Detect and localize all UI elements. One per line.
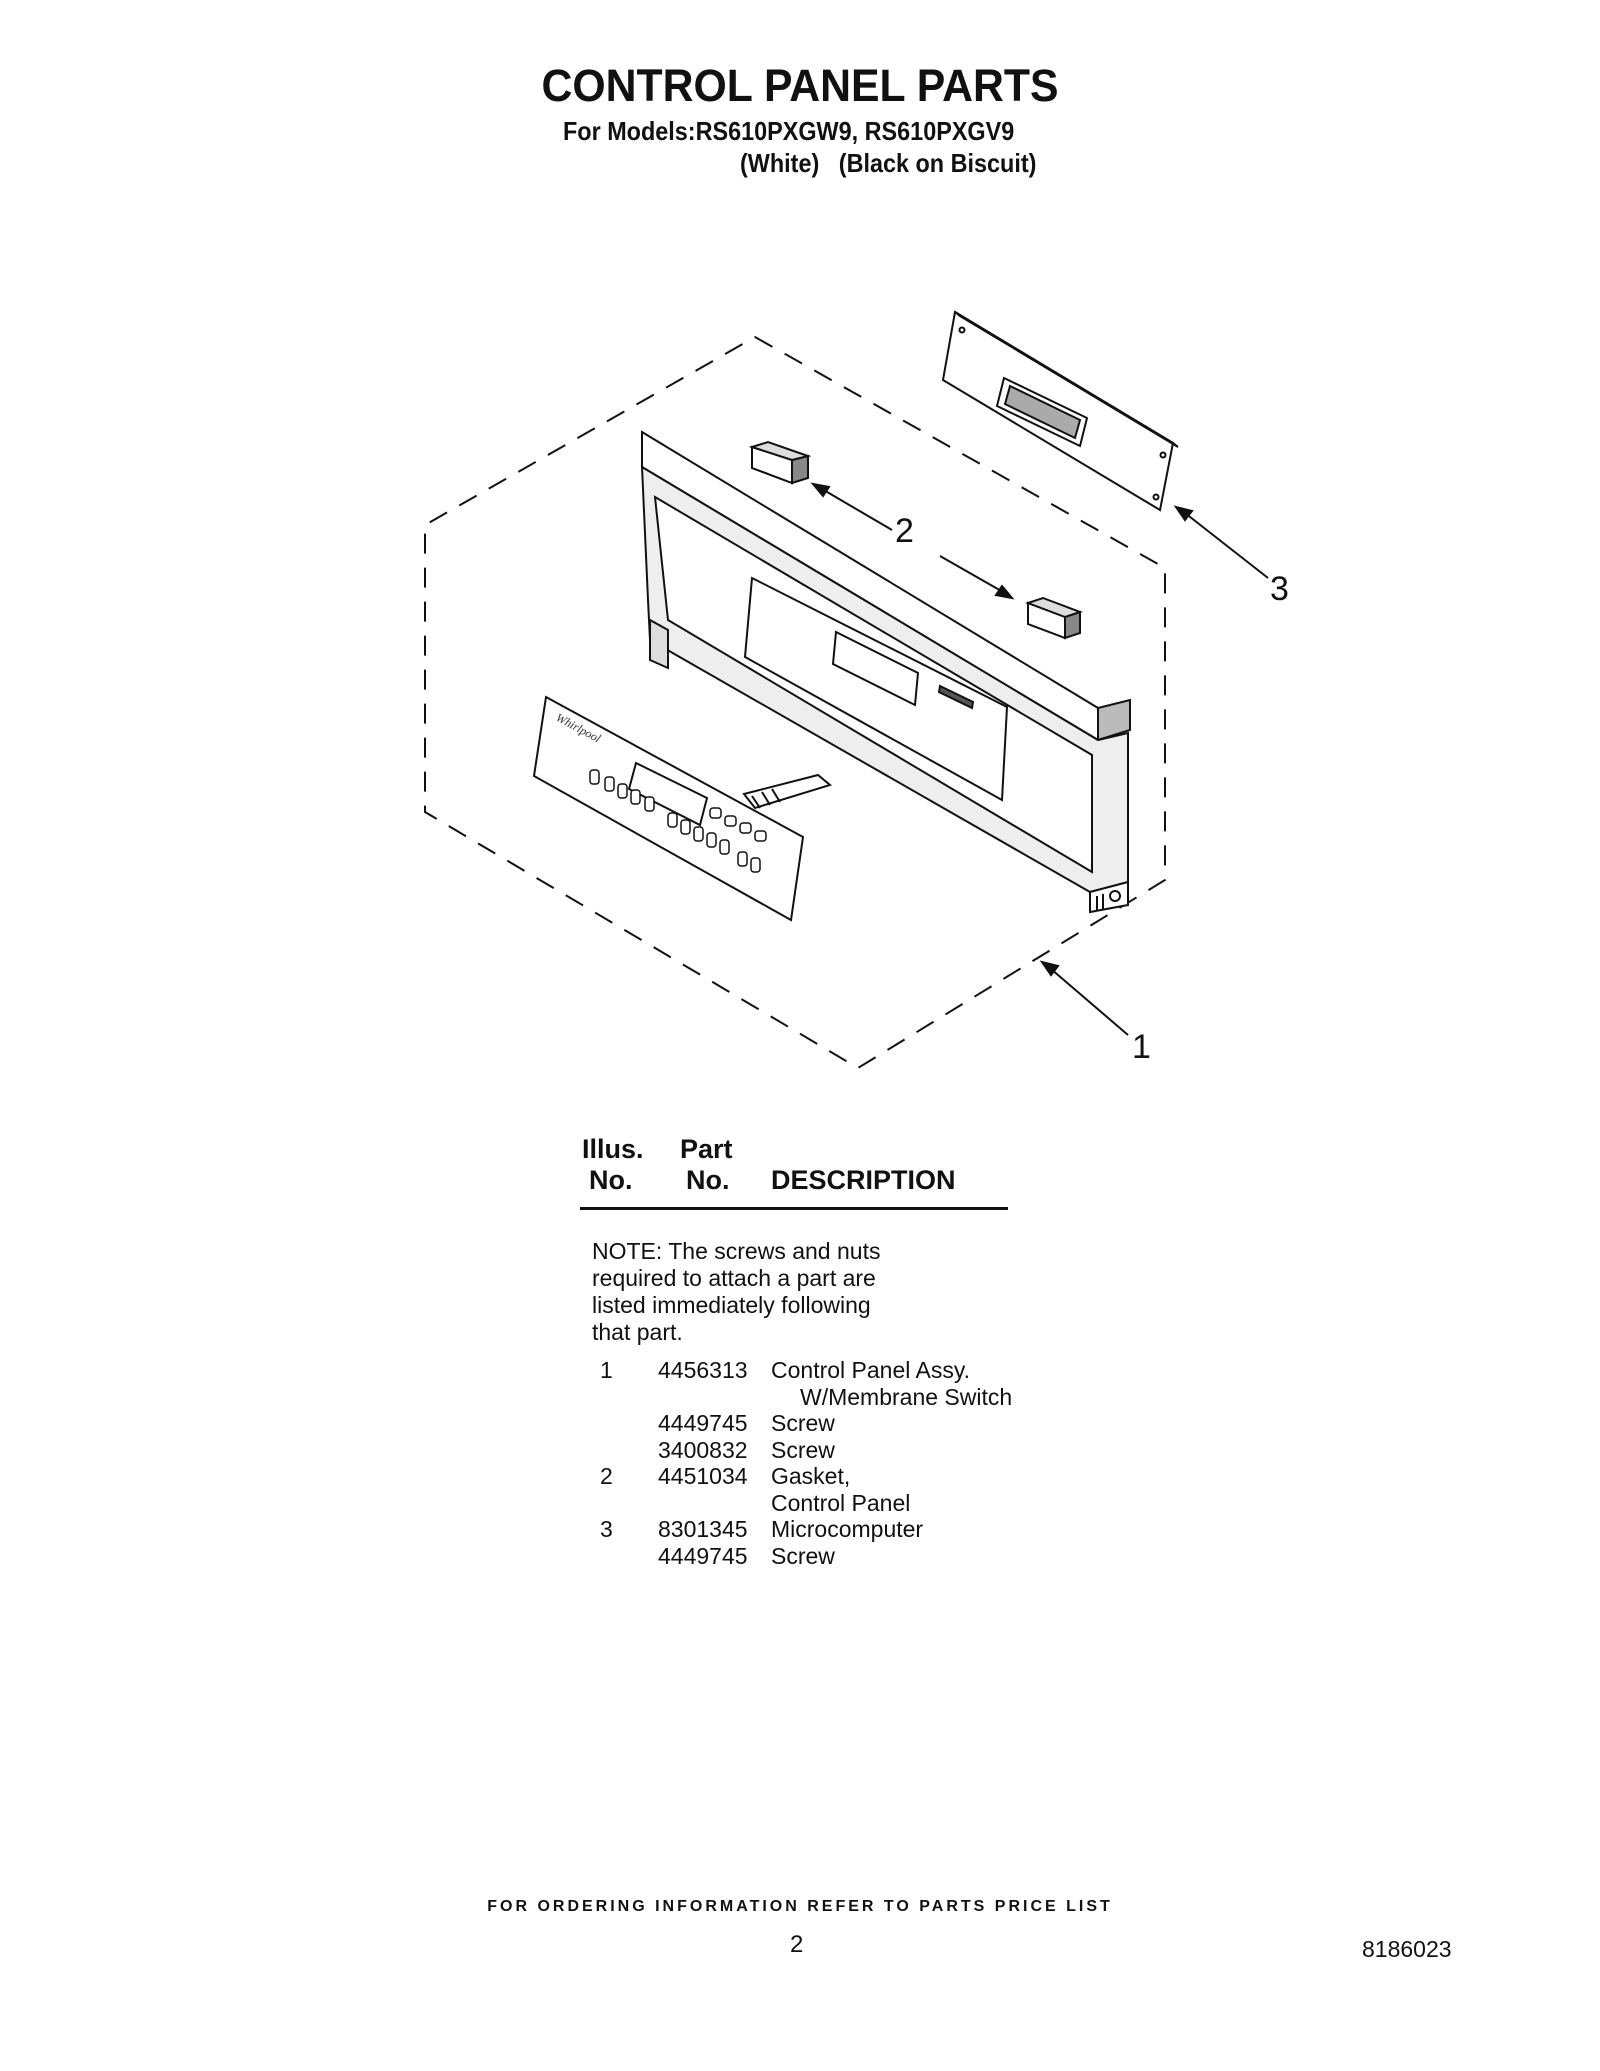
- parts-row: W/Membrane Switch: [580, 1384, 1060, 1411]
- colors-line: (White) (Black on Biscuit): [740, 148, 1037, 178]
- note-line: NOTE: The screws and nuts: [592, 1238, 881, 1264]
- parts-row: 4449745 Screw: [580, 1410, 1060, 1437]
- part-description: Control Panel: [771, 1489, 911, 1516]
- control-panel-assembly: [640, 430, 1131, 914]
- part-description: Screw: [771, 1542, 835, 1569]
- part-description: Control Panel Assy.: [771, 1357, 971, 1383]
- part-no: 4456313: [658, 1357, 748, 1383]
- document-number: 8186023: [1362, 1936, 1452, 1962]
- header-illus-top: Illus.: [582, 1134, 644, 1164]
- parts-row: 1 4456313 Control Panel Assy.: [580, 1357, 1060, 1384]
- parts-row: Control Panel: [580, 1490, 1060, 1517]
- parts-row: 4449745 Screw: [580, 1543, 1060, 1570]
- illus-no: 3: [600, 1516, 613, 1542]
- gasket-left: [748, 440, 812, 485]
- part-no: 3400832: [658, 1436, 748, 1463]
- header-description: DESCRIPTION: [771, 1165, 956, 1195]
- part-no: 8301345: [658, 1516, 748, 1542]
- part-no: 4449745: [658, 1410, 748, 1436]
- header-part-bottom: No.: [686, 1165, 730, 1195]
- ordering-footer: FOR ORDERING INFORMATION REFER TO PARTS …: [487, 1898, 1113, 1915]
- part-description: Microcomputer: [771, 1516, 924, 1542]
- page-number: 2: [790, 1931, 804, 1958]
- part-description: Screw: [771, 1436, 835, 1463]
- parts-row: 3400832 Screw: [580, 1437, 1060, 1464]
- page-title: CONTROL PANEL PARTS: [541, 60, 1059, 111]
- parts-list: 1 4456313 Control Panel Assy. W/Membrane…: [580, 1357, 1060, 1569]
- leader-lines: [810, 482, 1269, 1036]
- header-rule: [580, 1207, 1008, 1210]
- parts-row: 2 4451034 Gasket,: [580, 1463, 1060, 1490]
- header-part-top: Part: [680, 1134, 733, 1164]
- parts-note: NOTE: The screws and nuts required to at…: [592, 1238, 932, 1346]
- illus-no: 1: [600, 1357, 613, 1383]
- note-line: that part.: [592, 1319, 683, 1345]
- note-line: listed immediately following: [592, 1292, 871, 1318]
- membrane-switch-overlay: Whirlpool: [532, 695, 833, 922]
- exploded-parts-diagram: Whirlpool 2 3 1: [424, 310, 1289, 1070]
- part-description: Gasket,: [771, 1463, 851, 1489]
- illus-no: 2: [600, 1463, 613, 1489]
- callout-1: 1: [1132, 1028, 1151, 1066]
- part-description: Screw: [771, 1410, 835, 1436]
- microcomputer-board: [941, 310, 1179, 512]
- membrane-buttons: [589, 769, 767, 873]
- parts-row: 3 8301345 Microcomputer: [580, 1516, 1060, 1543]
- note-line: required to attach a part are: [592, 1265, 876, 1291]
- part-no: 4451034: [658, 1463, 748, 1489]
- header-illus-bottom: No.: [589, 1165, 633, 1195]
- part-description: W/Membrane Switch: [800, 1383, 1013, 1410]
- callout-2: 2: [895, 512, 914, 550]
- part-no: 4449745: [658, 1542, 748, 1569]
- gasket-right: [1025, 596, 1083, 640]
- models-line: For Models:RS610PXGW9, RS610PXGV9: [563, 116, 1015, 146]
- callout-3: 3: [1270, 570, 1289, 608]
